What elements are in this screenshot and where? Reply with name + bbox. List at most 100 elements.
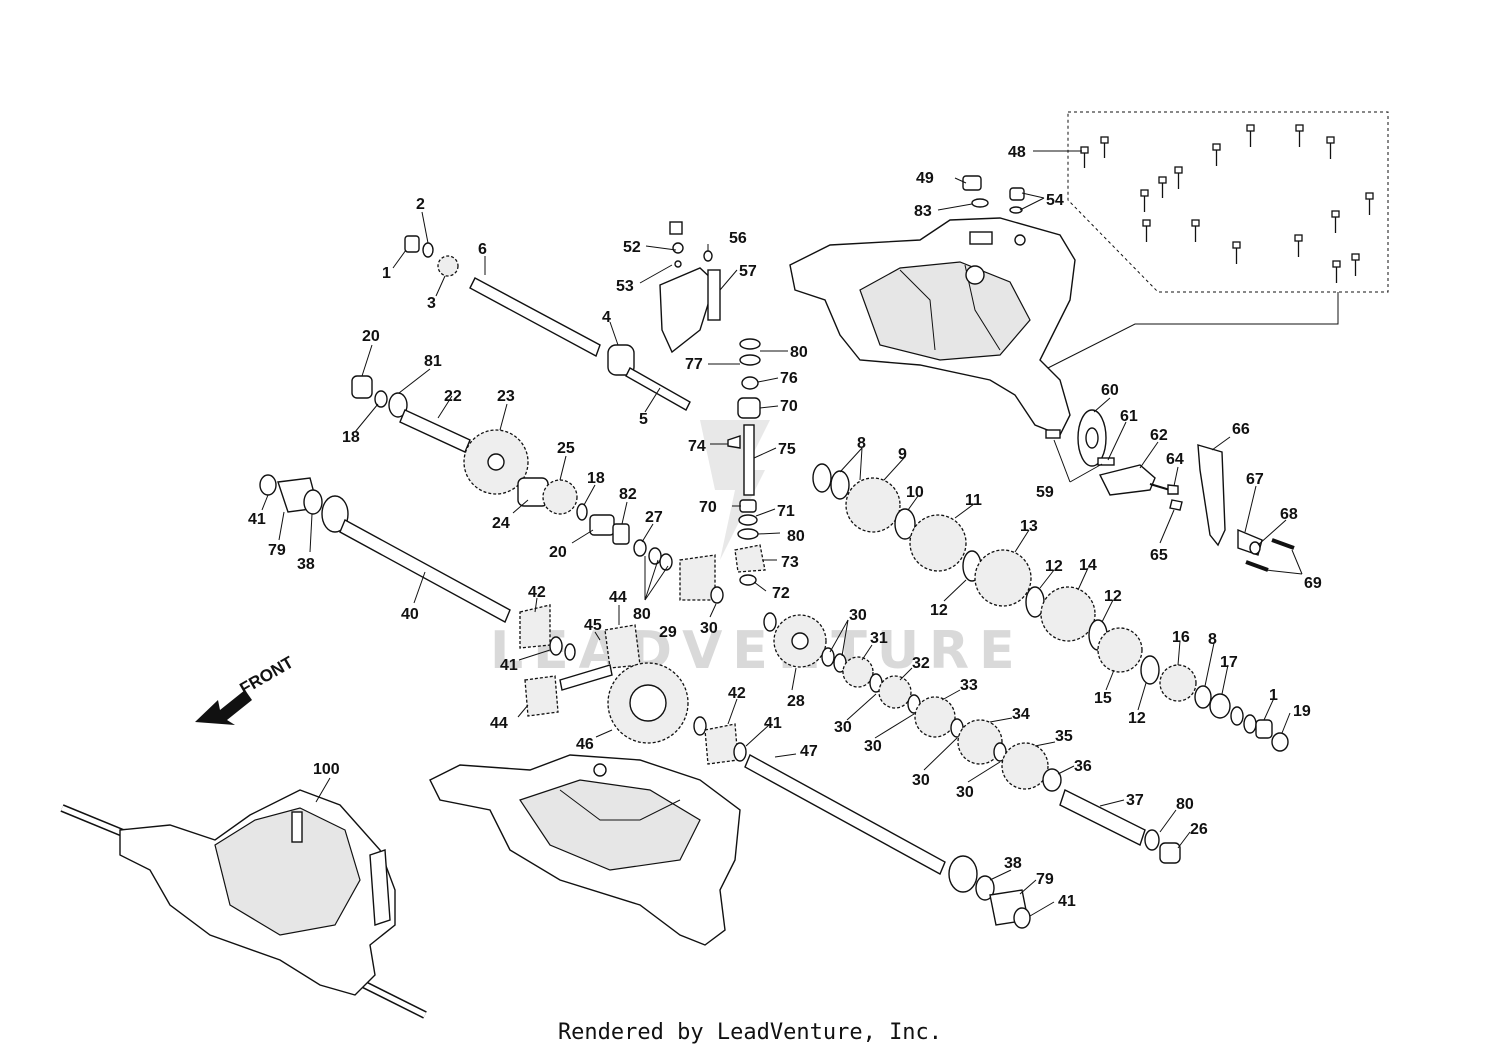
callout-12d: 12	[1128, 710, 1146, 727]
callout-41: 41	[248, 511, 266, 528]
callout-2: 2	[416, 196, 425, 213]
callout-80: 80	[790, 344, 808, 361]
callout-79b: 79	[1036, 871, 1054, 888]
bolt-kit-leader	[1039, 292, 1339, 373]
callout-71: 71	[777, 503, 795, 520]
shift-bracket-group	[962, 175, 1295, 572]
callout-30d: 30	[864, 738, 882, 755]
callout-73: 73	[781, 554, 799, 571]
callout-numbers: 1 2 3 6 52 53 56 57 4 5 20 81 18 22 23 8…	[248, 144, 1322, 910]
callout-40: 40	[401, 606, 419, 623]
lower-housing	[429, 754, 741, 946]
callout-6: 6	[478, 241, 487, 258]
callout-38: 38	[297, 556, 315, 573]
callout-80d: 80	[1176, 796, 1194, 813]
callout-41c: 41	[764, 715, 782, 732]
callout-81: 81	[424, 353, 442, 370]
callout-37: 37	[1126, 792, 1144, 809]
callout-41d: 41	[1058, 893, 1076, 910]
callout-49: 49	[916, 170, 934, 187]
callout-12: 12	[930, 602, 948, 619]
callout-66: 66	[1232, 421, 1250, 438]
callout-70: 70	[780, 398, 798, 415]
callout-82: 82	[619, 486, 637, 503]
assembled-transaxle	[60, 789, 427, 1019]
callout-24: 24	[492, 515, 510, 532]
callout-25: 25	[557, 440, 575, 457]
callout-5: 5	[639, 411, 648, 428]
callout-12c: 12	[1104, 588, 1122, 605]
callout-48: 48	[1008, 144, 1026, 161]
callout-65: 65	[1150, 547, 1168, 564]
callout-34: 34	[1012, 706, 1030, 723]
callout-10: 10	[906, 484, 924, 501]
front-label: FRONT	[237, 652, 298, 698]
callout-72: 72	[772, 585, 790, 602]
countershaft-gear-stack	[812, 463, 1289, 752]
callout-30f: 30	[956, 784, 974, 801]
callout-45: 45	[584, 617, 602, 634]
callout-28: 28	[787, 693, 805, 710]
callout-38b: 38	[1004, 855, 1022, 872]
callout-42: 42	[528, 584, 546, 601]
output-shaft-group	[744, 754, 1181, 929]
callout-20b: 20	[549, 544, 567, 561]
front-direction-arrow: FRONT	[195, 652, 297, 725]
callout-57: 57	[739, 263, 757, 280]
callout-20: 20	[362, 328, 380, 345]
callout-8: 8	[857, 435, 866, 452]
callout-30: 30	[700, 620, 718, 637]
center-shaft-group	[727, 338, 766, 586]
callout-14: 14	[1079, 557, 1097, 574]
callout-80c: 80	[633, 606, 651, 623]
callout-56: 56	[729, 230, 747, 247]
callout-8b: 8	[1208, 631, 1217, 648]
callout-15: 15	[1094, 690, 1112, 707]
callout-13: 13	[1020, 518, 1038, 535]
callout-54: 54	[1046, 192, 1064, 209]
callout-11: 11	[965, 492, 982, 509]
callout-17: 17	[1220, 654, 1238, 671]
callout-52: 52	[623, 239, 641, 256]
callout-42b: 42	[728, 685, 746, 702]
callout-23: 23	[497, 388, 515, 405]
callout-36: 36	[1074, 758, 1092, 775]
callout-80b: 80	[787, 528, 805, 545]
callout-30b: 30	[849, 607, 867, 624]
callout-47: 47	[800, 743, 818, 760]
callout-60: 60	[1101, 382, 1119, 399]
callout-22: 22	[444, 388, 462, 405]
callout-19: 19	[1293, 703, 1311, 720]
callout-9: 9	[898, 446, 907, 463]
callout-53: 53	[616, 278, 634, 295]
callout-44: 44	[609, 589, 627, 606]
callout-46: 46	[576, 736, 594, 753]
bolt-kit-outline	[1067, 111, 1389, 293]
leader-lines	[261, 150, 1303, 917]
bolt-kit	[1080, 124, 1374, 283]
callout-79: 79	[268, 542, 286, 559]
callout-32: 32	[912, 655, 930, 672]
callout-77: 77	[685, 356, 703, 373]
callout-18b: 18	[587, 470, 605, 487]
callout-30e: 30	[912, 772, 930, 789]
callout-3: 3	[427, 295, 436, 312]
callout-75: 75	[778, 441, 796, 458]
callout-76: 76	[780, 370, 798, 387]
callout-74: 74	[688, 438, 706, 455]
callout-30c: 30	[834, 719, 852, 736]
lower-gear-stack	[821, 647, 1062, 792]
callout-26: 26	[1190, 821, 1208, 838]
callout-64: 64	[1166, 451, 1184, 468]
callout-33: 33	[960, 677, 978, 694]
callout-12b: 12	[1045, 558, 1063, 575]
watermark-text: LEADVENTURE	[490, 621, 1025, 681]
footer-credit: Rendered by LeadVenture, Inc.	[557, 1020, 943, 1045]
callout-27: 27	[645, 509, 663, 526]
callout-44b: 44	[490, 715, 508, 732]
callout-35: 35	[1055, 728, 1073, 745]
callout-1b: 1	[1269, 687, 1278, 704]
callout-18: 18	[342, 429, 360, 446]
callout-41b: 41	[500, 657, 518, 674]
